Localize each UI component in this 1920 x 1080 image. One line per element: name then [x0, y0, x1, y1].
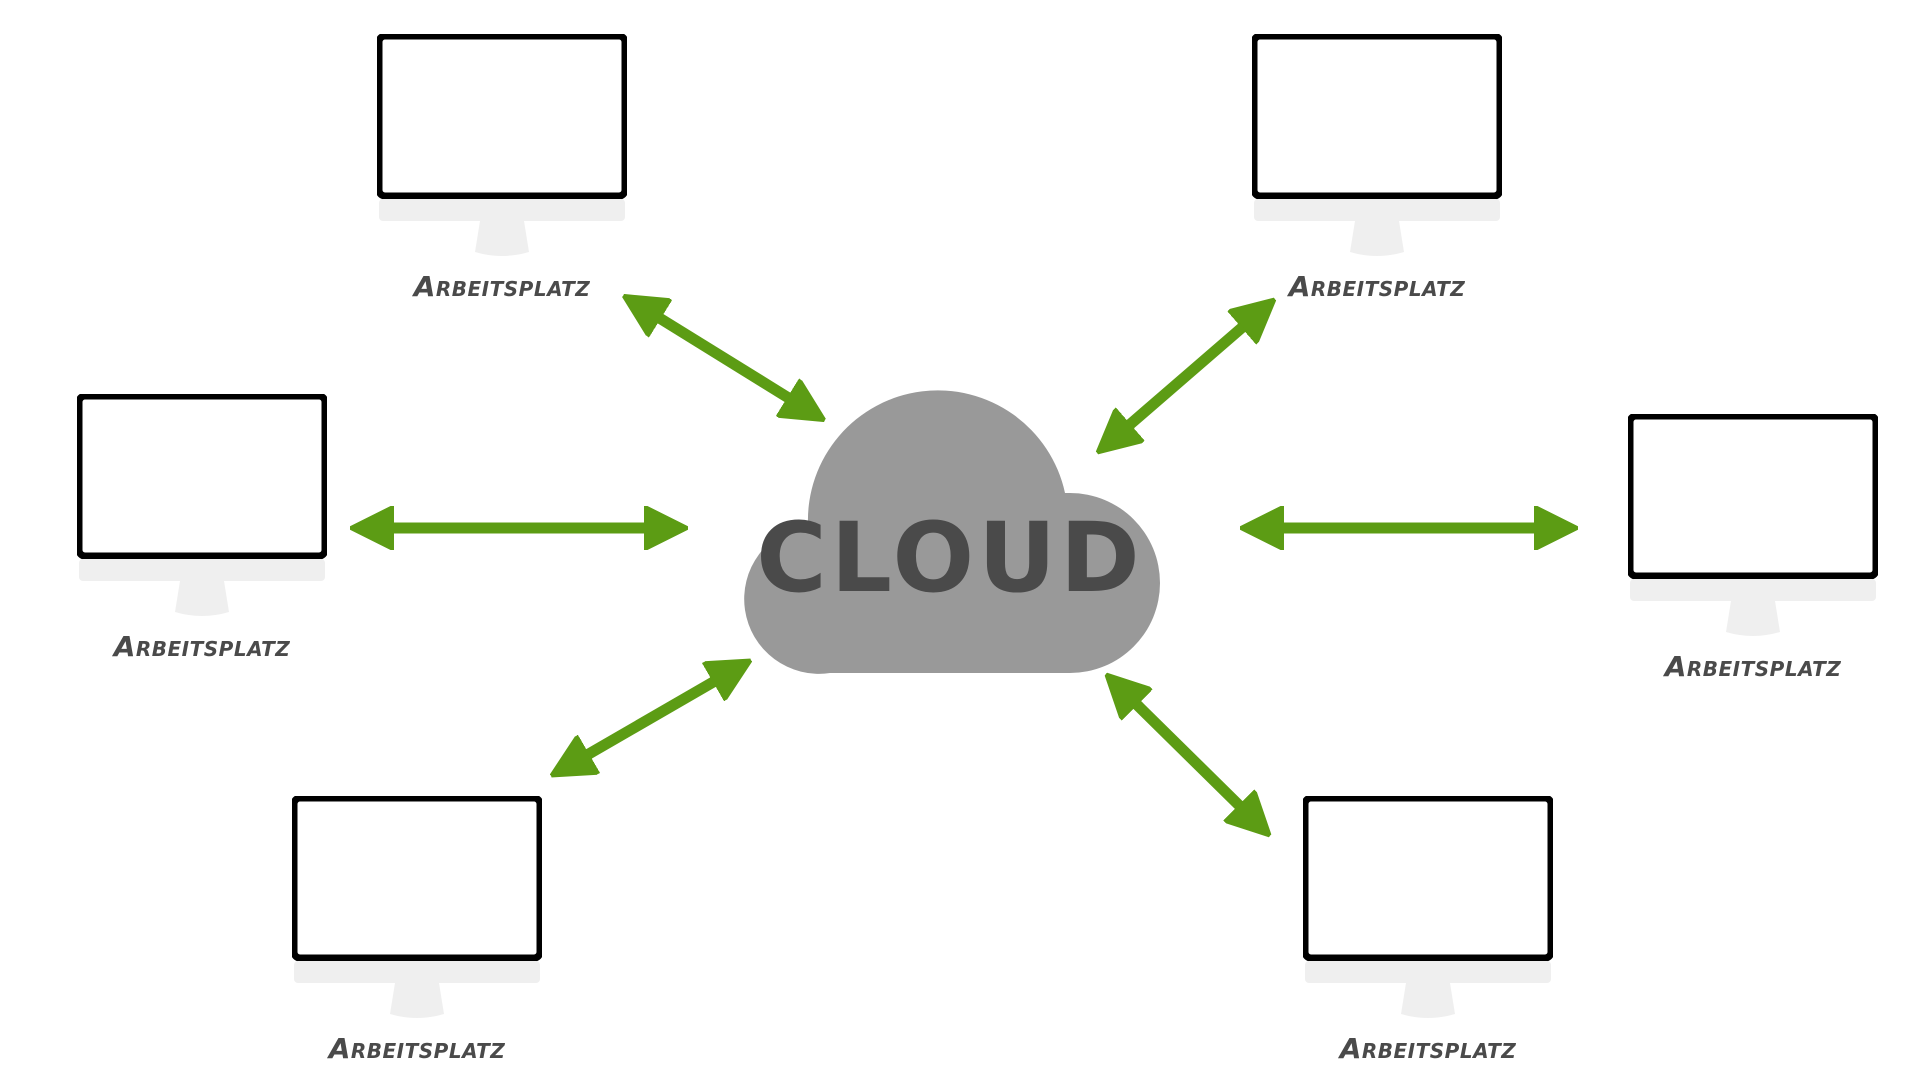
monitor-icon [1303, 796, 1553, 1018]
monitor-icon [377, 34, 627, 256]
workstation-right: Arbeitsplatz [1603, 414, 1903, 683]
workstation-label: Arbeitsplatz [328, 1032, 506, 1065]
workstation-top-right: Arbeitsplatz [1227, 34, 1527, 303]
monitor-icon [1252, 34, 1502, 256]
workstation-label: Arbeitsplatz [1288, 270, 1466, 303]
workstation-top-left: Arbeitsplatz [352, 34, 652, 303]
connection-arrow-bottom-right [1120, 688, 1256, 822]
workstation-bottom-left: Arbeitsplatz [267, 796, 567, 1065]
cloud-label: CLOUD [756, 502, 1144, 614]
workstation-label: Arbeitsplatz [113, 630, 291, 663]
workstation-left: Arbeitsplatz [52, 394, 352, 663]
workstation-bottom-right: Arbeitsplatz [1278, 796, 1578, 1065]
cloud-icon [744, 390, 1160, 674]
monitor-icon [77, 394, 327, 616]
workstation-label: Arbeitsplatz [1664, 650, 1842, 683]
connection-arrow-top-right [1112, 312, 1260, 440]
connection-arrow-bottom-left [568, 670, 734, 766]
monitor-icon [1628, 414, 1878, 636]
workstation-label: Arbeitsplatz [413, 270, 591, 303]
monitor-icon [292, 796, 542, 1018]
connection-arrow-top-left [640, 306, 808, 410]
workstation-label: Arbeitsplatz [1339, 1032, 1517, 1065]
cloud-node: CLOUD [735, 375, 1165, 680]
